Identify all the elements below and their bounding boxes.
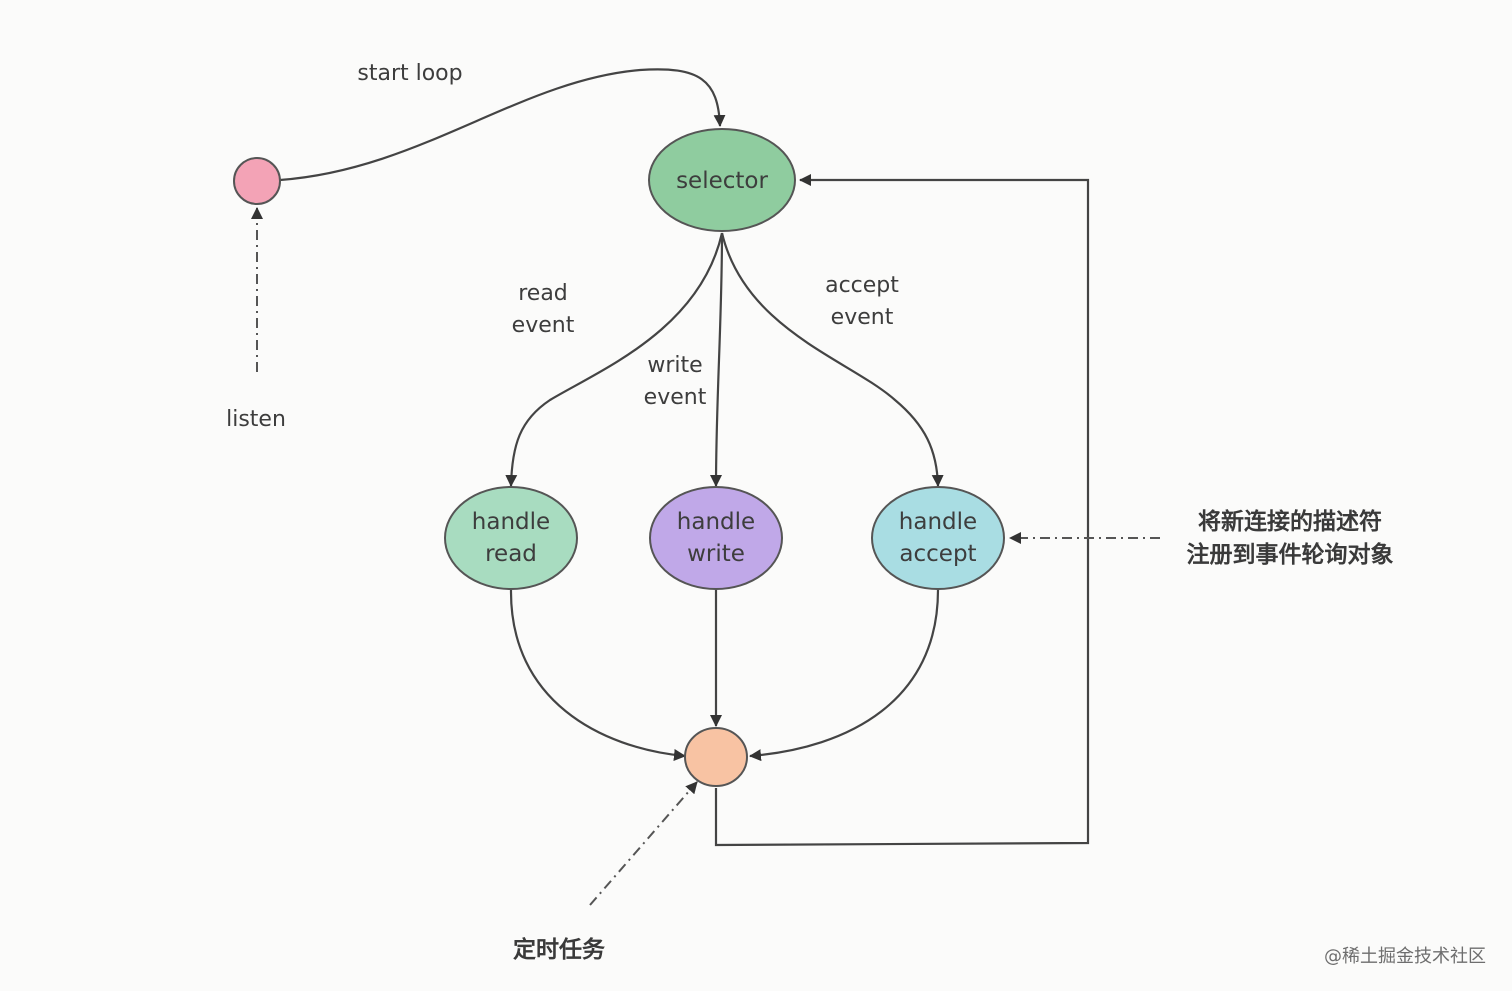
- handle-read-label-1: handle: [472, 509, 550, 535]
- handle-write-node: [649, 486, 783, 590]
- start-loop-edge: [279, 68, 726, 182]
- handle-accept-label-1: handle: [899, 509, 977, 535]
- handle-write-label-2: write: [687, 541, 745, 567]
- handle-accept-label-2: accept: [899, 541, 976, 567]
- listen-label: listen: [226, 407, 286, 432]
- read-to-timer-edge: [509, 589, 686, 761]
- write-event-label-2: event: [644, 385, 707, 410]
- register-label-1: 将新连接的描述符: [1198, 508, 1382, 535]
- write-event-label-1: write: [647, 353, 702, 378]
- start-loop-label: start loop: [357, 61, 462, 86]
- read-event-edge: [505, 232, 724, 487]
- accept-event-label-2: event: [831, 305, 894, 330]
- timer-task-label: 定时任务: [513, 936, 606, 963]
- write-event-edge: [710, 232, 724, 487]
- timer-point: [684, 727, 748, 787]
- accept-event-label-1: accept: [825, 273, 899, 298]
- accept-event-edge: [720, 232, 944, 487]
- handle-read-node: [444, 486, 578, 590]
- handle-read-label-2: read: [485, 541, 537, 567]
- accept-to-timer-edge: [749, 589, 940, 762]
- watermark: @稀土掘金技术社区: [1324, 946, 1486, 967]
- register-label-2: 注册到事件轮询对象: [1187, 541, 1394, 568]
- loop-back-edge: [714, 174, 1090, 847]
- selector-label: selector: [676, 168, 768, 194]
- handle-accept-node: [871, 486, 1005, 590]
- listen-point: [233, 157, 281, 205]
- read-event-label-1: read: [518, 281, 568, 306]
- handle-write-label-1: handle: [677, 509, 755, 535]
- timer-dashed-edge: [589, 781, 698, 906]
- selector-node: [648, 128, 796, 232]
- read-event-label-2: event: [512, 313, 575, 338]
